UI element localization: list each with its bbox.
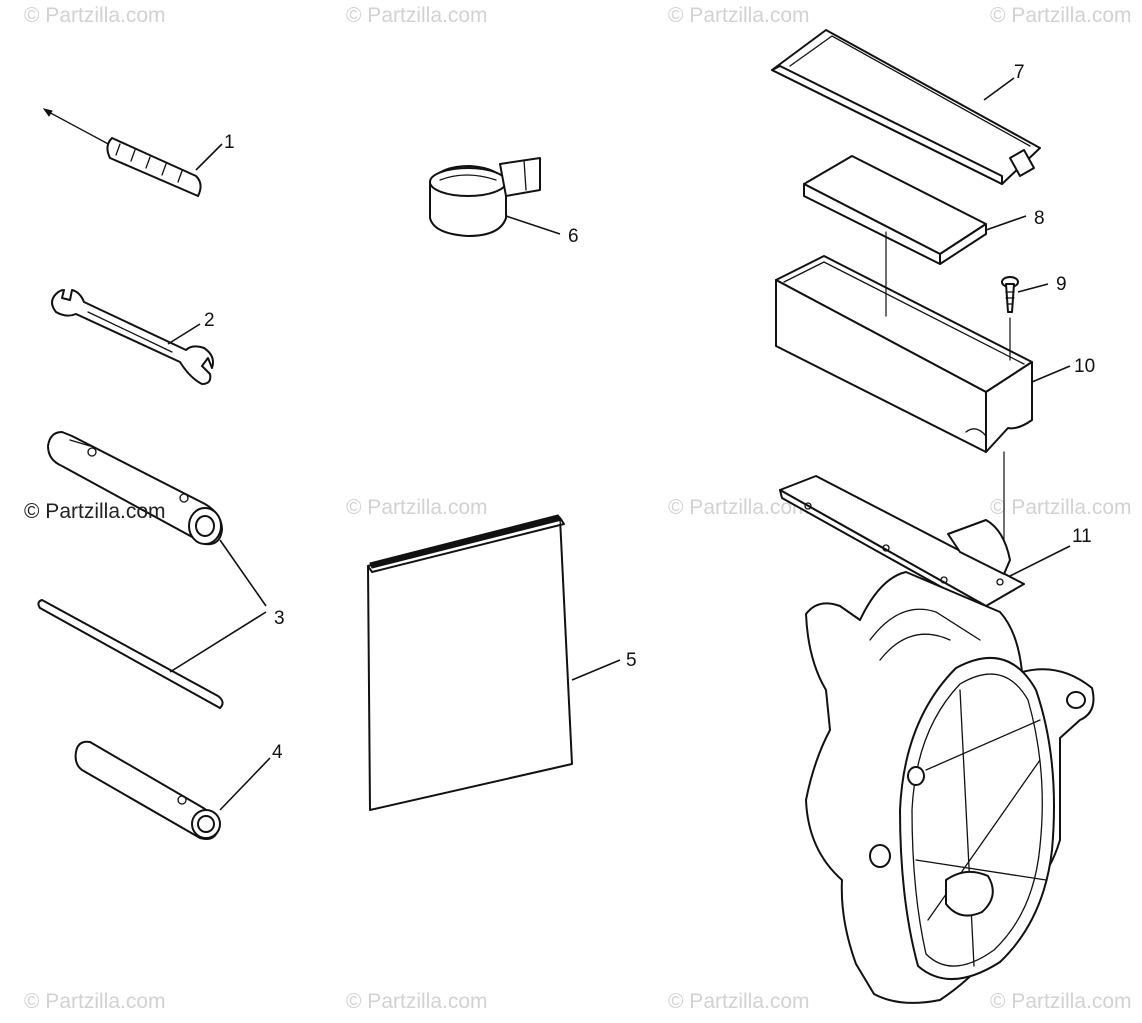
watermark: © Partzilla.com bbox=[346, 4, 488, 27]
tube-wrench-part bbox=[47, 431, 267, 607]
watermark: © Partzilla.com bbox=[24, 4, 166, 27]
rod-part bbox=[37, 599, 267, 709]
watermark: © Partzilla.com bbox=[668, 990, 810, 1013]
tool-box-part bbox=[775, 255, 1071, 453]
callout-label: 10 bbox=[1074, 356, 1095, 377]
callout-label: 6 bbox=[568, 226, 579, 247]
tape-roll-part bbox=[429, 157, 561, 237]
callout-label: 11 bbox=[1072, 526, 1092, 547]
callout-label: 5 bbox=[626, 650, 637, 671]
wrench-part bbox=[51, 289, 214, 385]
screw-part bbox=[1001, 276, 1049, 313]
callout-label: 2 bbox=[204, 310, 215, 331]
watermark-strong: © Partzilla.com bbox=[24, 500, 166, 523]
watermark: © Partzilla.com bbox=[346, 496, 488, 519]
callout-label: 4 bbox=[272, 742, 283, 763]
watermark: © Partzilla.com bbox=[990, 990, 1132, 1013]
callout-label: 8 bbox=[1034, 208, 1045, 229]
manual-part bbox=[367, 514, 621, 811]
callout-label: 7 bbox=[1014, 62, 1025, 83]
watermark: © Partzilla.com bbox=[668, 4, 810, 27]
box-lid-part bbox=[771, 29, 1041, 185]
callout-label: 9 bbox=[1056, 274, 1067, 295]
foam-pad-part bbox=[803, 155, 1027, 265]
watermark: © Partzilla.com bbox=[668, 496, 810, 519]
watermark: © Partzilla.com bbox=[990, 4, 1132, 27]
plug-wrench-part bbox=[74, 740, 271, 840]
watermark: © Partzilla.com bbox=[346, 990, 488, 1013]
watermark: © Partzilla.com bbox=[990, 496, 1132, 519]
callout-label: 1 bbox=[224, 132, 235, 153]
callout-label: 3 bbox=[274, 608, 285, 629]
screwdriver-part bbox=[42, 108, 223, 197]
watermark: © Partzilla.com bbox=[24, 990, 166, 1013]
housing-part bbox=[779, 475, 1095, 1004]
